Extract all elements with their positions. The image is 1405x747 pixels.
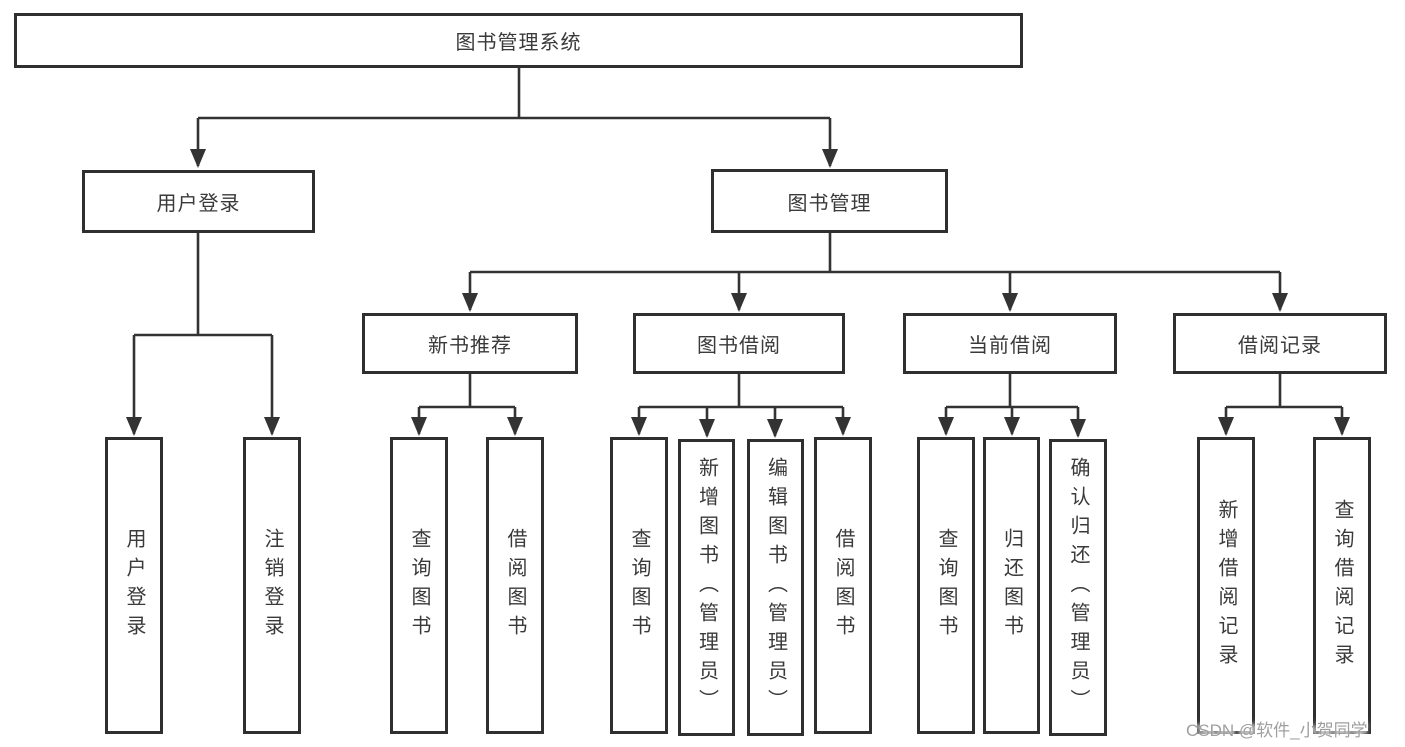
leaf-borrow-borrow-book-label: 借阅图书 <box>832 527 854 644</box>
leaf-user-login: 用户登录 <box>105 437 163 734</box>
leaf-current-query-book-label: 查询图书 <box>935 527 957 644</box>
leaf-return-book-label: 归还图书 <box>1000 527 1023 644</box>
leaf-recommend-query-book: 查询图书 <box>390 437 448 734</box>
leaf-add-borrow-record: 新增借阅记录 <box>1197 437 1255 734</box>
leaf-current-query-book: 查询图书 <box>917 437 975 734</box>
node-book-borrow: 图书借阅 <box>633 313 845 374</box>
node-book-management-label: 图书管理 <box>787 192 872 215</box>
node-root-label: 图书管理系统 <box>455 32 582 54</box>
node-new-book-recommend: 新书推荐 <box>362 313 578 374</box>
node-borrow-records-label: 借阅记录 <box>1238 335 1322 357</box>
node-borrow-records: 借阅记录 <box>1173 313 1387 374</box>
leaf-add-book-admin-label: 新增图书（管理员） <box>695 457 718 718</box>
leaf-recommend-borrow-book: 借阅图书 <box>486 437 544 734</box>
leaf-recommend-query-book-label: 查询图书 <box>408 527 430 644</box>
leaf-add-book-admin: 新增图书（管理员） <box>678 439 735 736</box>
leaf-borrow-borrow-book: 借阅图书 <box>814 437 872 734</box>
node-root: 图书管理系统 <box>14 13 1023 68</box>
node-new-book-recommend-label: 新书推荐 <box>428 335 512 357</box>
node-user-login-label: 用户登录 <box>156 193 241 215</box>
leaf-borrow-query-book: 查询图书 <box>610 437 668 734</box>
leaf-logout: 注销登录 <box>243 437 301 734</box>
leaf-borrow-query-book-label: 查询图书 <box>628 527 650 644</box>
leaf-confirm-return-admin: 确认归还（管理员） <box>1049 439 1107 736</box>
leaf-confirm-return-admin-label: 确认归还（管理员） <box>1067 457 1089 718</box>
leaf-logout-label: 注销登录 <box>261 527 283 644</box>
node-current-borrow: 当前借阅 <box>903 313 1117 374</box>
node-book-management: 图书管理 <box>711 169 948 233</box>
csdn-watermark: CSDN @软件_小贺同学 <box>1186 721 1368 740</box>
leaf-add-borrow-record-label: 新增借阅记录 <box>1215 498 1237 673</box>
leaf-query-borrow-record-label: 查询借阅记录 <box>1331 498 1353 673</box>
leaf-return-book: 归还图书 <box>983 437 1040 734</box>
leaf-edit-book-admin-label: 编辑图书（管理员） <box>764 457 787 718</box>
node-book-borrow-label: 图书借阅 <box>697 335 781 357</box>
leaf-query-borrow-record: 查询借阅记录 <box>1313 437 1371 734</box>
node-user-login: 用户登录 <box>82 170 315 233</box>
leaf-edit-book-admin: 编辑图书（管理员） <box>747 439 804 736</box>
node-current-borrow-label: 当前借阅 <box>968 335 1052 357</box>
leaf-user-login-label: 用户登录 <box>123 527 145 644</box>
leaf-recommend-borrow-book-label: 借阅图书 <box>504 527 526 644</box>
